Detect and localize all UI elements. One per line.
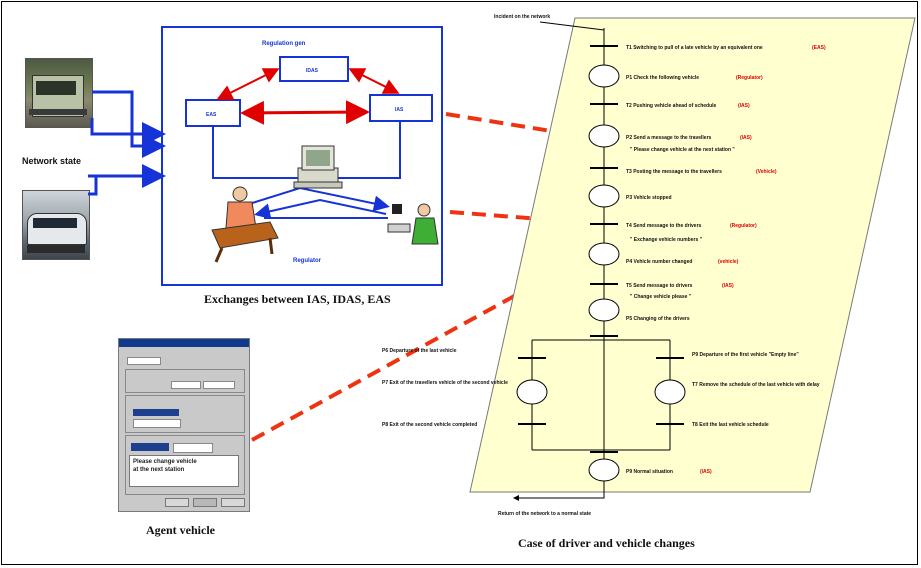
system-red-arrows: [216, 68, 400, 125]
system-bottom-label: Regulator: [293, 258, 322, 264]
start-connector: [539, 21, 605, 31]
system-top-label: Regulation gen: [262, 41, 306, 47]
operator-figure-icon: [387, 203, 439, 245]
step-11: T5 Send message to drivers: [626, 283, 693, 289]
window-field-b: [171, 381, 201, 389]
window-button-3[interactable]: [221, 498, 245, 507]
step-3: T2 Pushing vehicle ahead of schedule: [626, 103, 717, 109]
petri-net-panel: [469, 17, 916, 493]
step-5: " Please change vehicle at the next stat…: [630, 147, 735, 153]
final-step: P9 Normal situation: [626, 469, 673, 475]
case-caption: Case of driver and vehicle changes: [518, 536, 695, 550]
window-group-1: [125, 369, 245, 393]
agent-message-line1: Please change vehicle: [133, 459, 197, 465]
step-10: P4 Vehicle number changed: [626, 259, 692, 265]
window-field-a: [127, 357, 161, 365]
step-labels: T1 Switching to pull of a late vehicle b…: [382, 45, 826, 475]
agent-vehicle-caption: Agent vehicle: [146, 523, 216, 537]
node-ias-label: IAS: [395, 107, 404, 113]
agent-message-line2: at the next station: [133, 467, 185, 473]
agent-message-box: Please change vehicle at the next statio…: [129, 455, 239, 487]
agent-vehicle-window: Please change vehicle at the next statio…: [118, 338, 250, 512]
final-step-agent: (IAS): [700, 469, 712, 475]
step-9: " Exchange vehicle numbers ": [630, 237, 703, 243]
window-field-f: [131, 443, 169, 451]
branch-left-2: P7 Exit of the travellers vehicle of the…: [382, 380, 508, 386]
step-1-agent: (EAS): [812, 45, 826, 51]
step-7: P3 Vehicle stopped: [626, 195, 672, 201]
branch-right-3: T8 Exit the last vehicle schedule: [692, 422, 769, 428]
window-titlebar: [119, 339, 249, 347]
window-field-c: [203, 381, 235, 389]
branch-right-1: P9 Departure of the first vehicle "Empty…: [692, 352, 799, 358]
branch-left-1: P6 Departure of the last vehicle: [382, 348, 457, 354]
bus-photo: [25, 58, 93, 128]
window-field-g: [173, 443, 213, 453]
step-11-agent: (IAS): [722, 283, 734, 289]
branch-right-2: T7 Remove the schedule of the last vehic…: [692, 382, 820, 388]
start-label: Incident on the network: [494, 14, 550, 20]
network-state-label: Network state: [22, 156, 81, 166]
window-group-3: [125, 435, 245, 495]
exchanges-caption: Exchanges between IAS, IDAS, EAS: [204, 292, 391, 306]
system-box: [161, 26, 443, 286]
node-idas: [279, 56, 349, 82]
step-6-agent: (Vehicle): [756, 169, 777, 175]
step-12: " Change vehicle please ": [630, 294, 692, 300]
end-label: Return of the network to a normal state: [498, 511, 591, 517]
step-2-agent: (Regulator): [736, 75, 763, 81]
window-group-2: [125, 395, 245, 433]
step-13: P5 Changing of the drivers: [626, 316, 690, 322]
regulator-figure-icon: [211, 186, 279, 263]
step-1: T1 Switching to pull of a late vehicle b…: [626, 45, 763, 51]
window-field-e: [133, 419, 181, 428]
step-3-agent: (IAS): [738, 103, 750, 109]
step-4: P2 Send a message to the travellers: [626, 135, 712, 141]
window-button-2[interactable]: [193, 498, 217, 507]
node-idas-label: IDAS: [306, 68, 319, 74]
node-eas: [185, 99, 241, 127]
step-8-agent: (Regulator): [730, 223, 757, 229]
step-8: T4 Send message to the drivers: [626, 223, 702, 229]
step-10-agent: (vehicle): [718, 259, 739, 265]
branch-transitions: [518, 357, 684, 425]
window-button-1[interactable]: [165, 498, 189, 507]
window-field-d: [133, 409, 179, 416]
step-2: P1 Check the following vehicle: [626, 75, 699, 81]
node-eas-label: EAS: [206, 112, 217, 118]
branch-left-3: P8 Exit of the second vehicle completed: [382, 422, 477, 428]
step-4-agent: (IAS): [740, 135, 752, 141]
computer-icon: [293, 145, 343, 189]
petri-places: [516, 64, 686, 482]
step-6: T3 Posting the message to the travellers: [626, 169, 722, 175]
network-state-arrows: [88, 90, 166, 196]
end-arrow: [513, 481, 605, 501]
tram-photo: [22, 190, 90, 260]
